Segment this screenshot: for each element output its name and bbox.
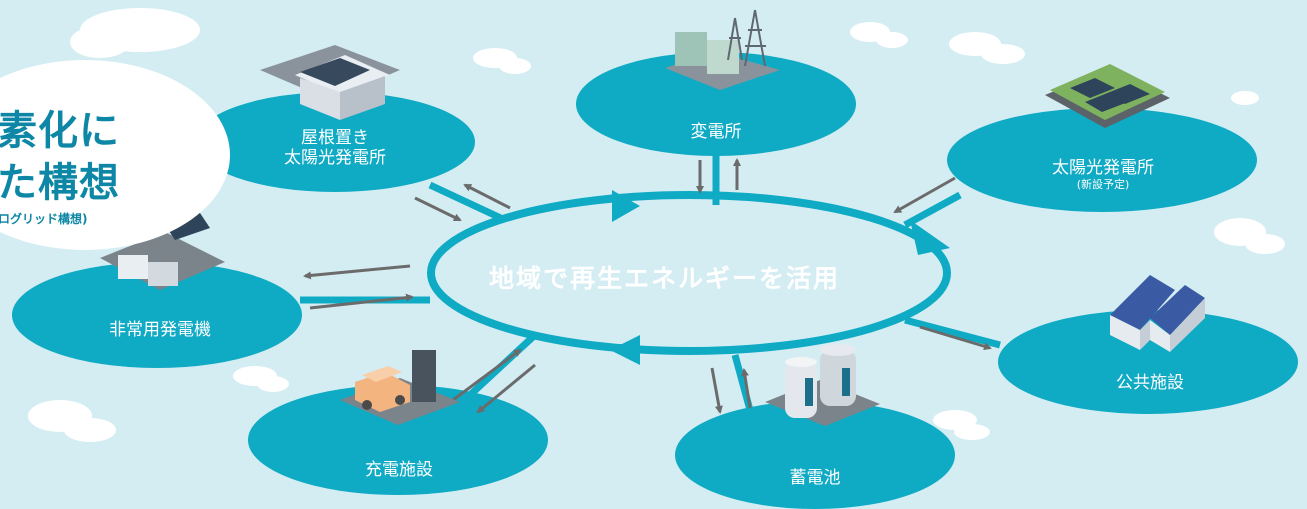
cloud-icon	[28, 400, 116, 442]
flow-arrow-top	[612, 190, 640, 222]
exchange-arrows	[303, 158, 992, 414]
node-label-solar-plant: 太陽光発電所 (新設予定)	[1052, 158, 1154, 191]
node-label-emergency-generator: 非常用発電機	[109, 320, 211, 340]
cloud-icon	[933, 410, 990, 440]
node-ellipse-emergency-generator	[12, 262, 302, 368]
cloud-icon	[1214, 218, 1285, 254]
page-title-line-1: 素化に	[0, 108, 120, 154]
public-facility-icon	[1110, 275, 1205, 352]
flow-arrow-bottom	[610, 335, 640, 365]
cloud-icon	[473, 48, 531, 74]
node-label-public-facility: 公共施設	[1116, 373, 1184, 393]
solar-plant-icon	[1045, 64, 1170, 128]
node-label-substation: 変電所	[690, 122, 742, 142]
node-label-rooftop-solar-line-1: 屋根置き	[301, 128, 369, 148]
charging-facility-icon	[340, 350, 460, 425]
flow-arrow-right	[910, 220, 950, 255]
node-ellipse-public-facility	[998, 310, 1298, 414]
node-label-charging-facility: 充電施設	[365, 460, 433, 480]
node-ellipse-rooftop-solar	[195, 92, 475, 192]
cloud-icon	[949, 32, 1025, 64]
cloud-icon	[1231, 91, 1259, 105]
cloud-icon	[233, 366, 289, 392]
substation-icon	[665, 9, 780, 90]
node-ellipse-charging-facility	[248, 385, 548, 495]
title-panel	[0, 60, 230, 250]
node-ellipse-solar-plant	[947, 108, 1257, 212]
flow-ring	[427, 191, 951, 355]
page-subtitle: ログリッド構想)	[0, 212, 88, 226]
cloud-icon	[70, 8, 200, 58]
node-ellipse-storage-battery	[675, 401, 955, 509]
node-label-rooftop-solar: 屋根置き 太陽光発電所	[284, 128, 386, 168]
node-label-rooftop-solar-line-2: 太陽光発電所	[284, 148, 386, 168]
node-ellipse-substation	[576, 52, 856, 156]
page-title-line-2: た構想	[0, 160, 120, 206]
rooftop-solar-building-icon	[260, 45, 400, 120]
node-label-solar-plant-main: 太陽光発電所	[1052, 158, 1154, 178]
center-label: 地域で再生エネルギーを活用	[489, 264, 841, 293]
node-label-solar-plant-note: (新設予定)	[1076, 178, 1130, 191]
storage-battery-icon	[765, 344, 880, 426]
cloud-icon	[850, 22, 908, 48]
node-label-storage-battery: 蓄電池	[789, 468, 841, 488]
